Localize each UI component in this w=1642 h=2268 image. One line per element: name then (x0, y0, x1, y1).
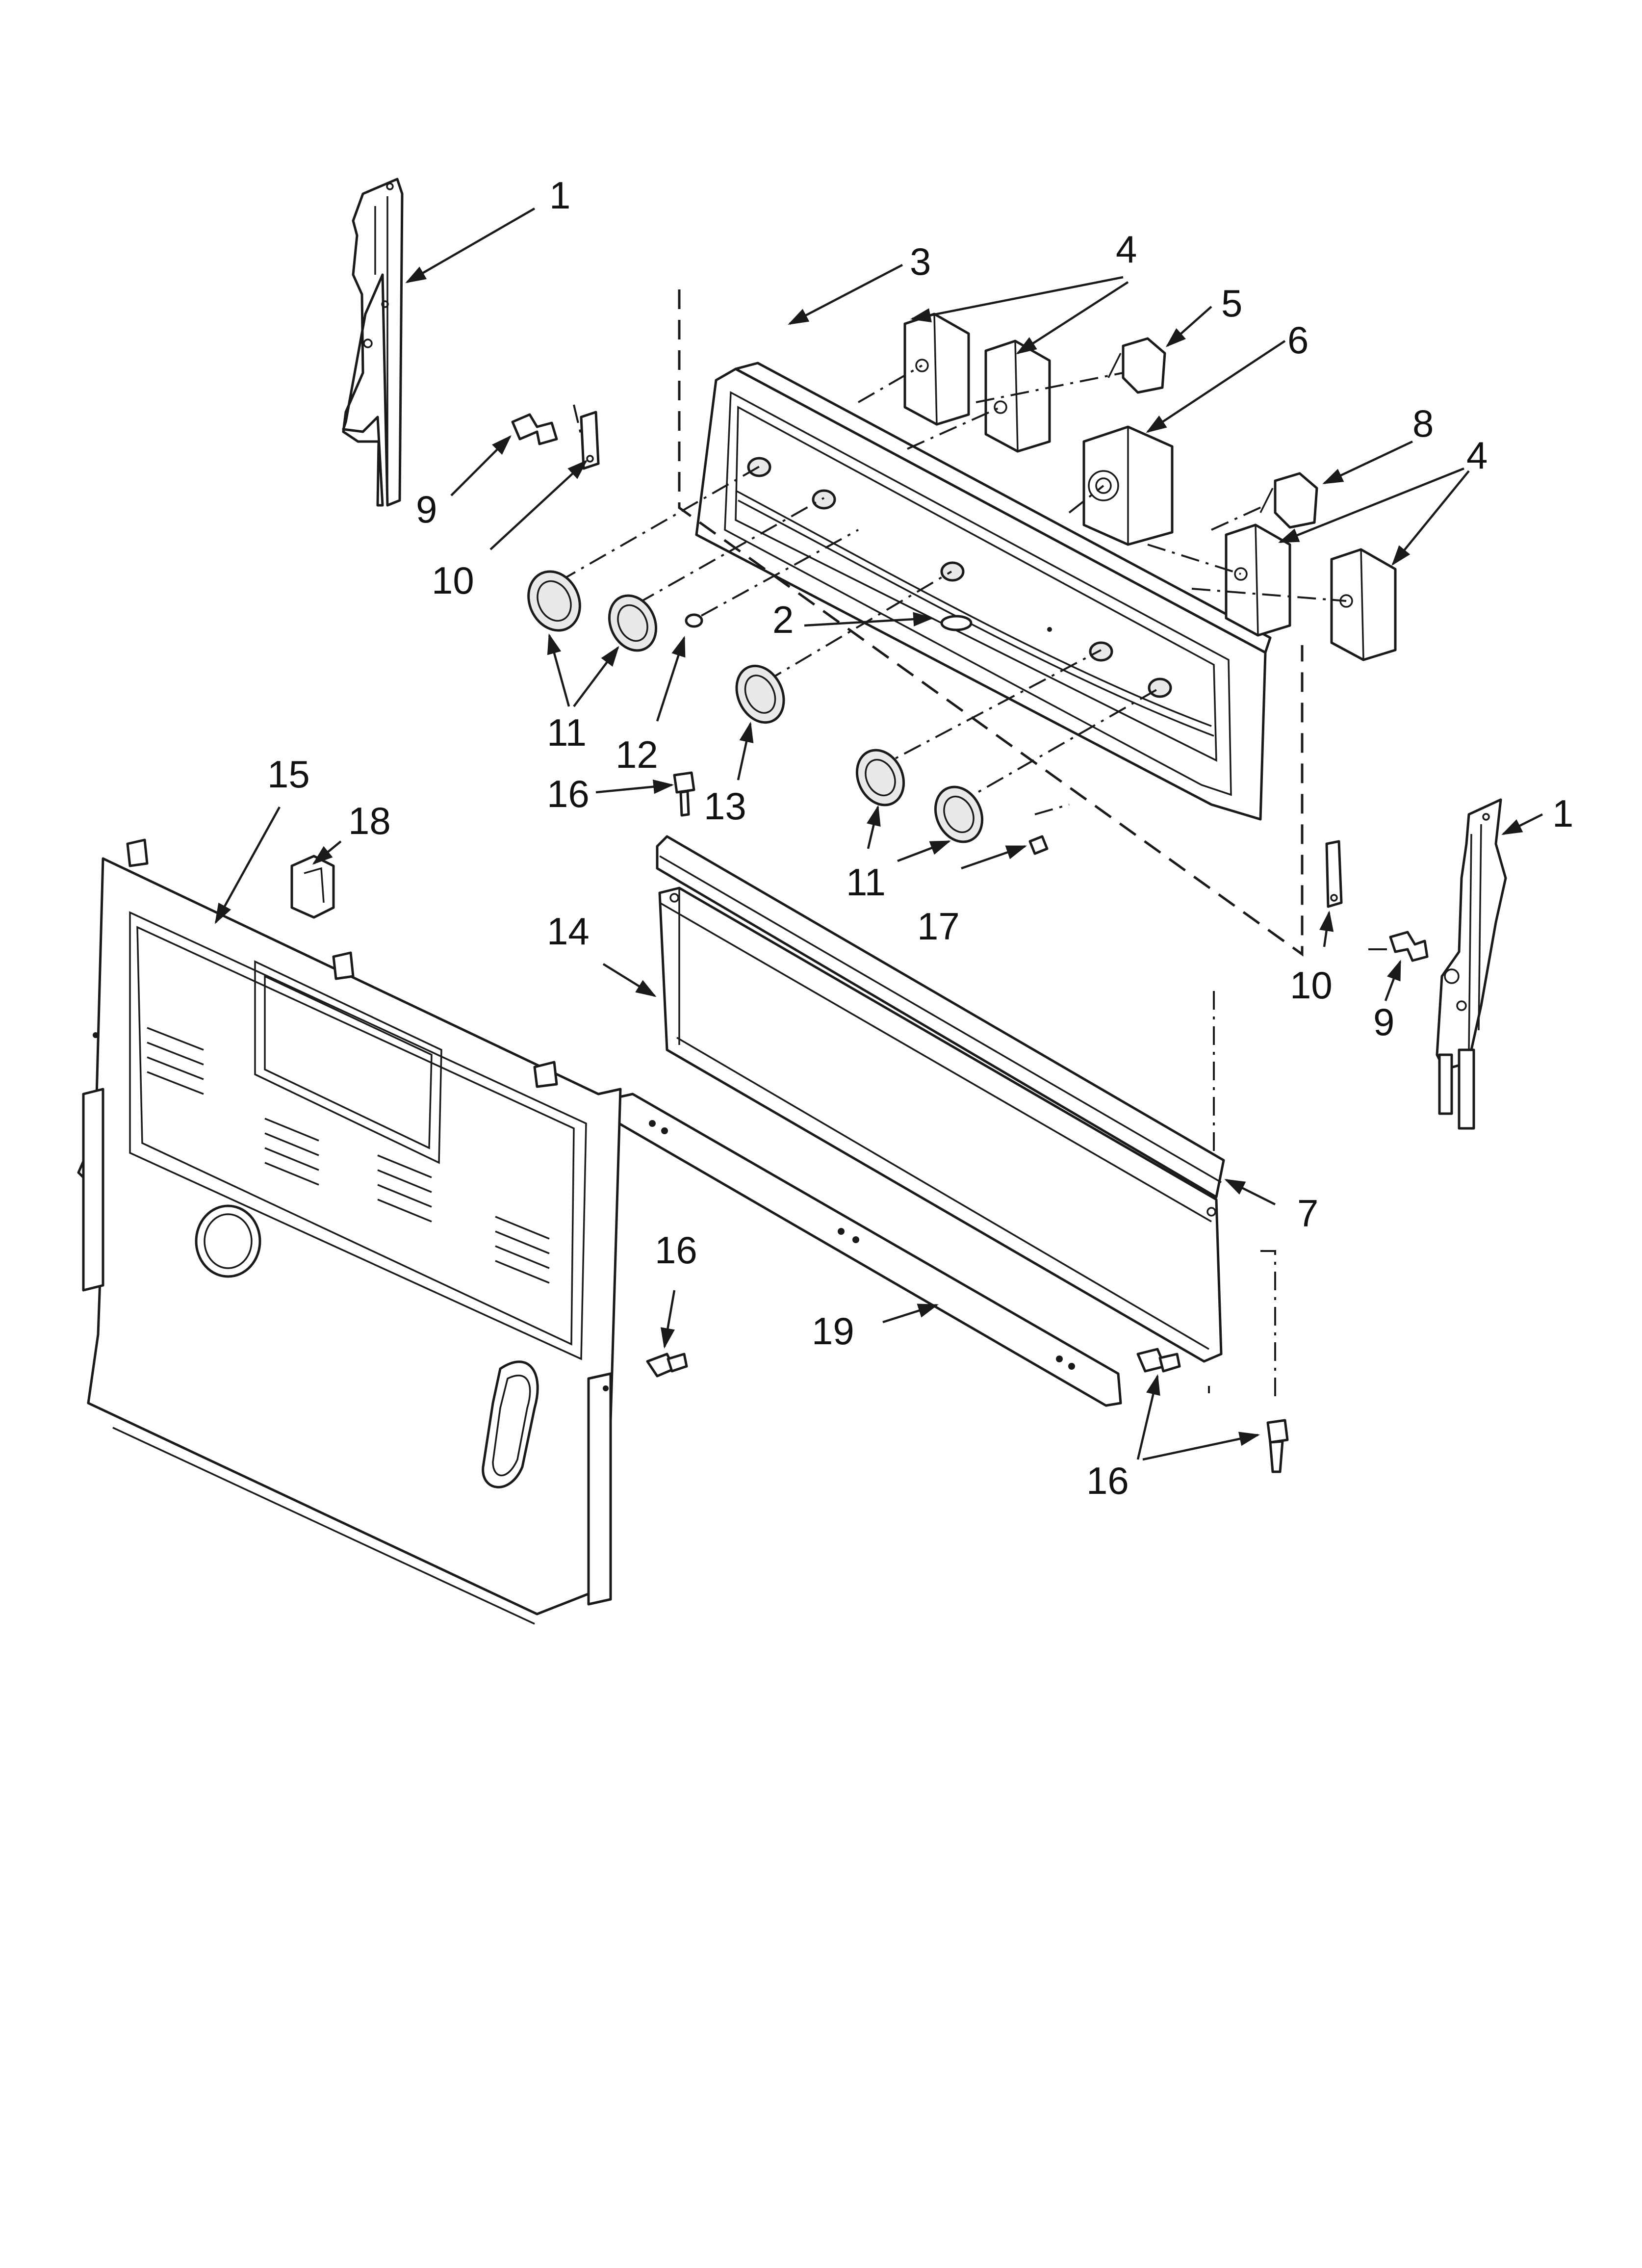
screw-part-9-right (1389, 931, 1429, 962)
infinite-switch-3 (1225, 523, 1291, 637)
callout-16-top: 16 (547, 772, 590, 815)
screw-part-9-left (511, 413, 558, 445)
relay-part-8 (1259, 472, 1318, 529)
clip-part-18 (290, 855, 335, 919)
side-trim-bracket-left (342, 178, 404, 507)
callout-6: 6 (1287, 318, 1308, 362)
infinite-switch-4 (1330, 548, 1397, 661)
callout-17: 17 (917, 905, 960, 948)
console-back-panel-part-14 (658, 886, 1223, 1363)
control-knob-11-c (855, 749, 905, 807)
callout-10-right: 10 (1290, 964, 1333, 1007)
control-knob-11-d (934, 785, 984, 843)
callout-1-right: 1 (1552, 792, 1573, 835)
assembly-outline-dashed (678, 289, 1304, 957)
rear-panel-part-15 (77, 838, 622, 1625)
clip-part-10-left (580, 411, 600, 470)
callout-11-left: 11 (547, 711, 587, 754)
callout-9-left: 9 (416, 488, 437, 531)
infinite-switch-2 (984, 339, 1051, 453)
callout-4-right: 4 (1466, 434, 1488, 477)
callout-16-mid: 16 (655, 1228, 697, 1272)
callout-7: 7 (1297, 1192, 1318, 1235)
callout-16-bottom: 16 (1086, 1459, 1129, 1502)
leader-lines (214, 208, 1543, 1461)
relay-part-5 (1107, 337, 1166, 394)
callout-9-right: 9 (1373, 1000, 1394, 1043)
callout-18: 18 (348, 799, 391, 842)
screw-part-12 (685, 613, 703, 628)
callout-3: 3 (910, 240, 931, 283)
callout-12: 12 (616, 733, 658, 776)
callout-15: 15 (267, 753, 310, 796)
callout-11-right: 11 (846, 860, 886, 904)
control-knob-13 (735, 664, 785, 724)
support-bracket-part-7 (656, 835, 1225, 1199)
alignment-lines (559, 365, 1408, 1403)
callout-5: 5 (1221, 282, 1242, 325)
screw-part-16-mid (646, 1353, 688, 1378)
infinite-switch-1 (903, 313, 970, 426)
side-trim-bracket-right (1436, 798, 1507, 1130)
callout-13: 13 (704, 784, 746, 828)
screw-part-17 (1028, 835, 1049, 855)
callout-1-left: 1 (549, 174, 570, 217)
screw-part-16-bottom (1266, 1419, 1289, 1473)
callout-10-left: 10 (432, 559, 474, 602)
callout-2: 2 (772, 598, 794, 641)
clip-part-10-right (1325, 840, 1343, 908)
electronic-control-part-6 (1082, 425, 1174, 546)
control-console (695, 362, 1272, 821)
callout-19: 19 (812, 1309, 854, 1353)
callout-4-top: 4 (1116, 228, 1137, 271)
callout-14: 14 (547, 910, 590, 953)
callout-8: 8 (1412, 402, 1434, 445)
control-knob-11-b (608, 594, 658, 652)
screw-part-16-top (673, 771, 695, 817)
control-knob-11-a (527, 570, 581, 632)
screw-part-16-right (1136, 1348, 1181, 1373)
callout-labels: 1 1 2 3 4 4 5 6 7 8 9 9 10 10 11 11 12 1… (267, 174, 1573, 1502)
